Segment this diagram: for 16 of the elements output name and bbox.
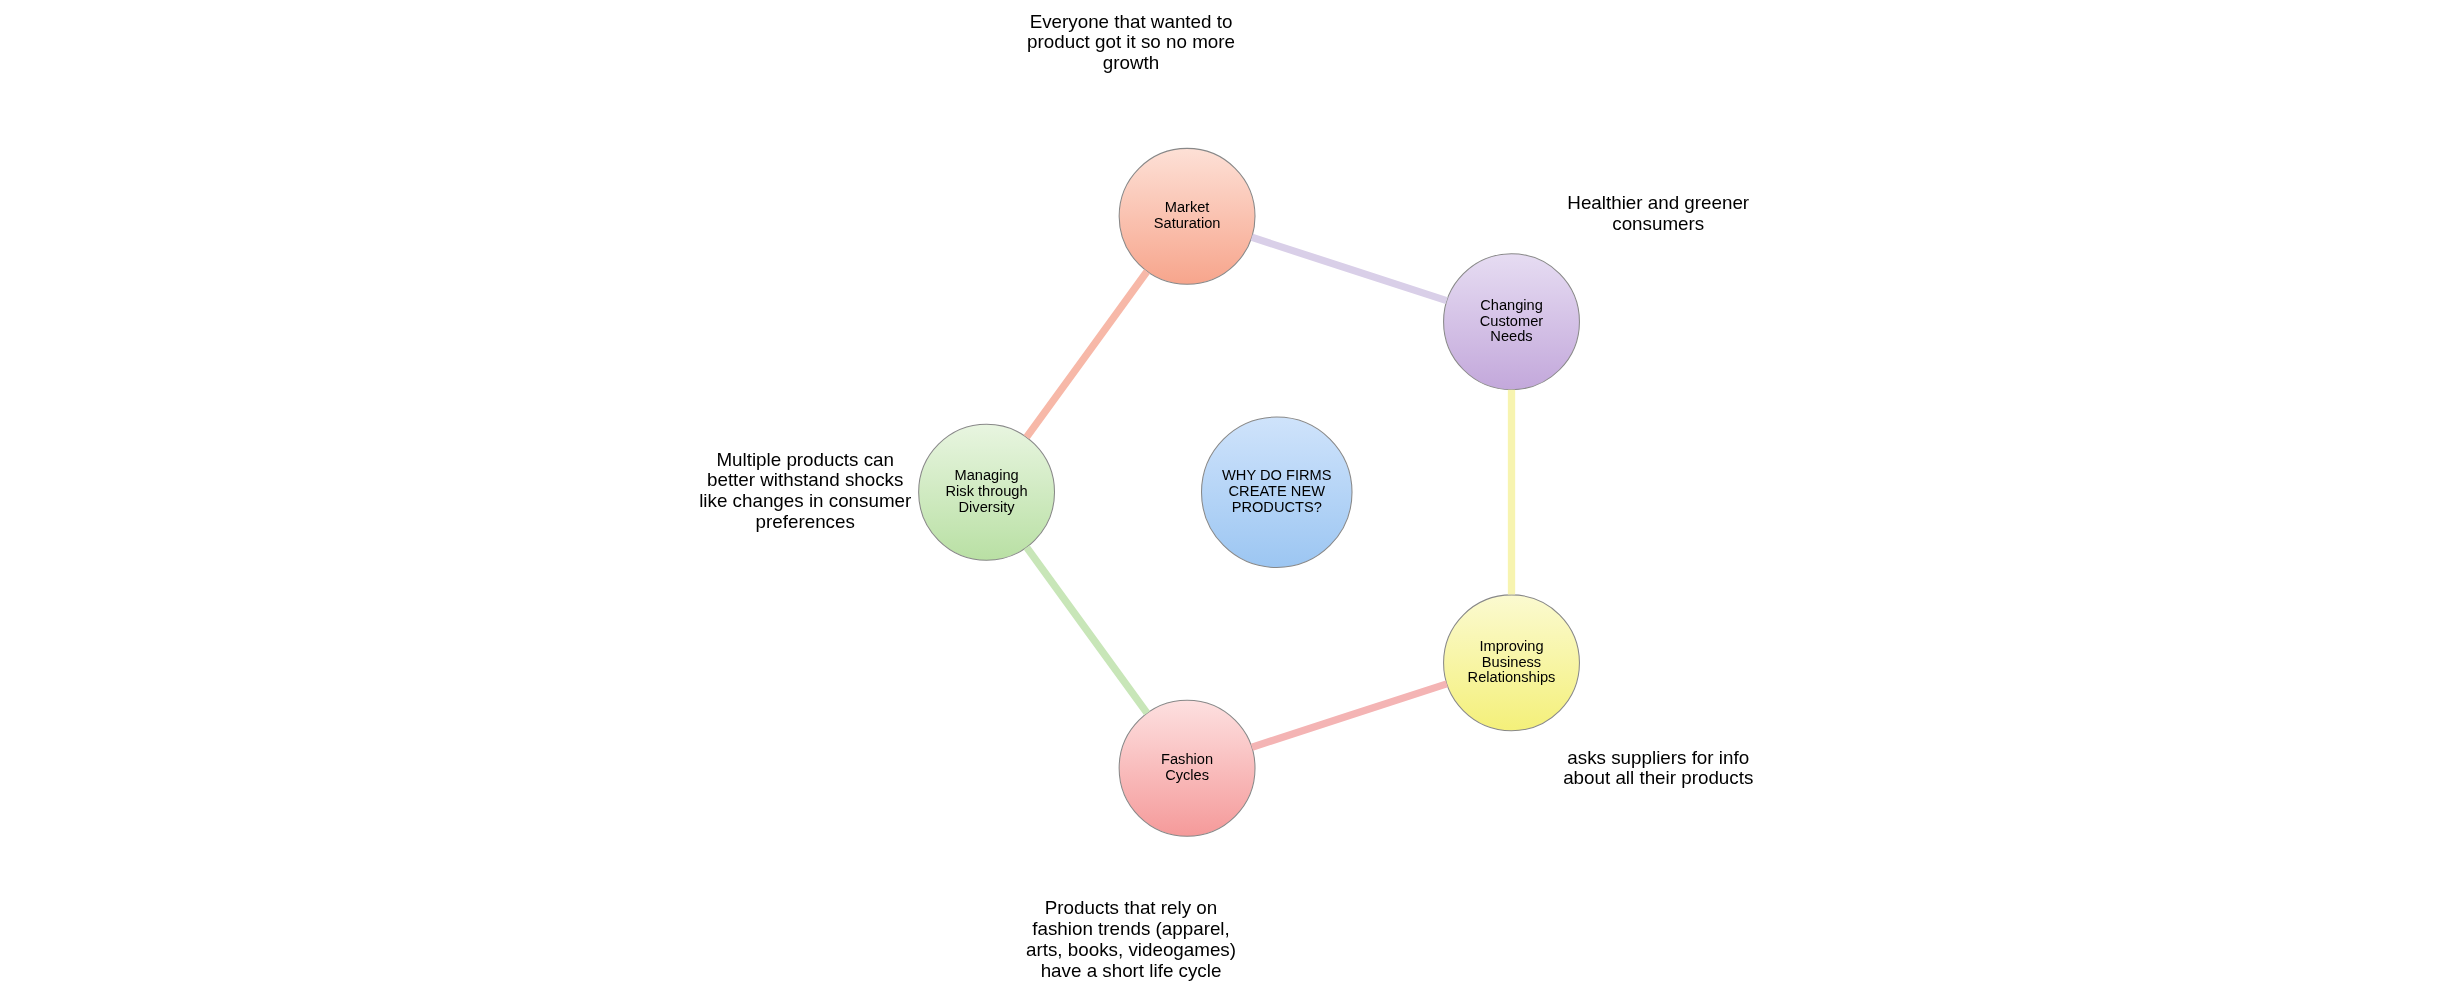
connector (1023, 269, 1150, 440)
connector (1507, 389, 1516, 595)
node-label: Multiple products can better withstand shocks like changes in consumer preferences (699, 448, 912, 533)
node-circle: Market Saturation (1118, 147, 1256, 285)
node-circle: Improving Business Relationships (1443, 594, 1580, 732)
node-label: Products that rely on fashion trends (apparel, arts, books, videogames) have a short life cycle (1026, 896, 1237, 981)
node-label: Everyone that wanted to product got it so no more growth (1027, 10, 1236, 74)
connector (1250, 233, 1448, 305)
node-circle: Changing Customer Needs (1443, 253, 1580, 391)
node-circle: Fashion Cycles (1118, 699, 1256, 837)
node-label: Healthier and greener consumers (1567, 192, 1750, 235)
node-label: asks suppliers for info about all their products (1563, 746, 1754, 789)
node-circle: WHY DO FIRMS CREATE NEW PRODUCTS? (1200, 416, 1353, 569)
node-circle: Managing Risk through Diversity (918, 423, 1056, 561)
connector (1250, 680, 1448, 751)
connector (1023, 545, 1151, 716)
